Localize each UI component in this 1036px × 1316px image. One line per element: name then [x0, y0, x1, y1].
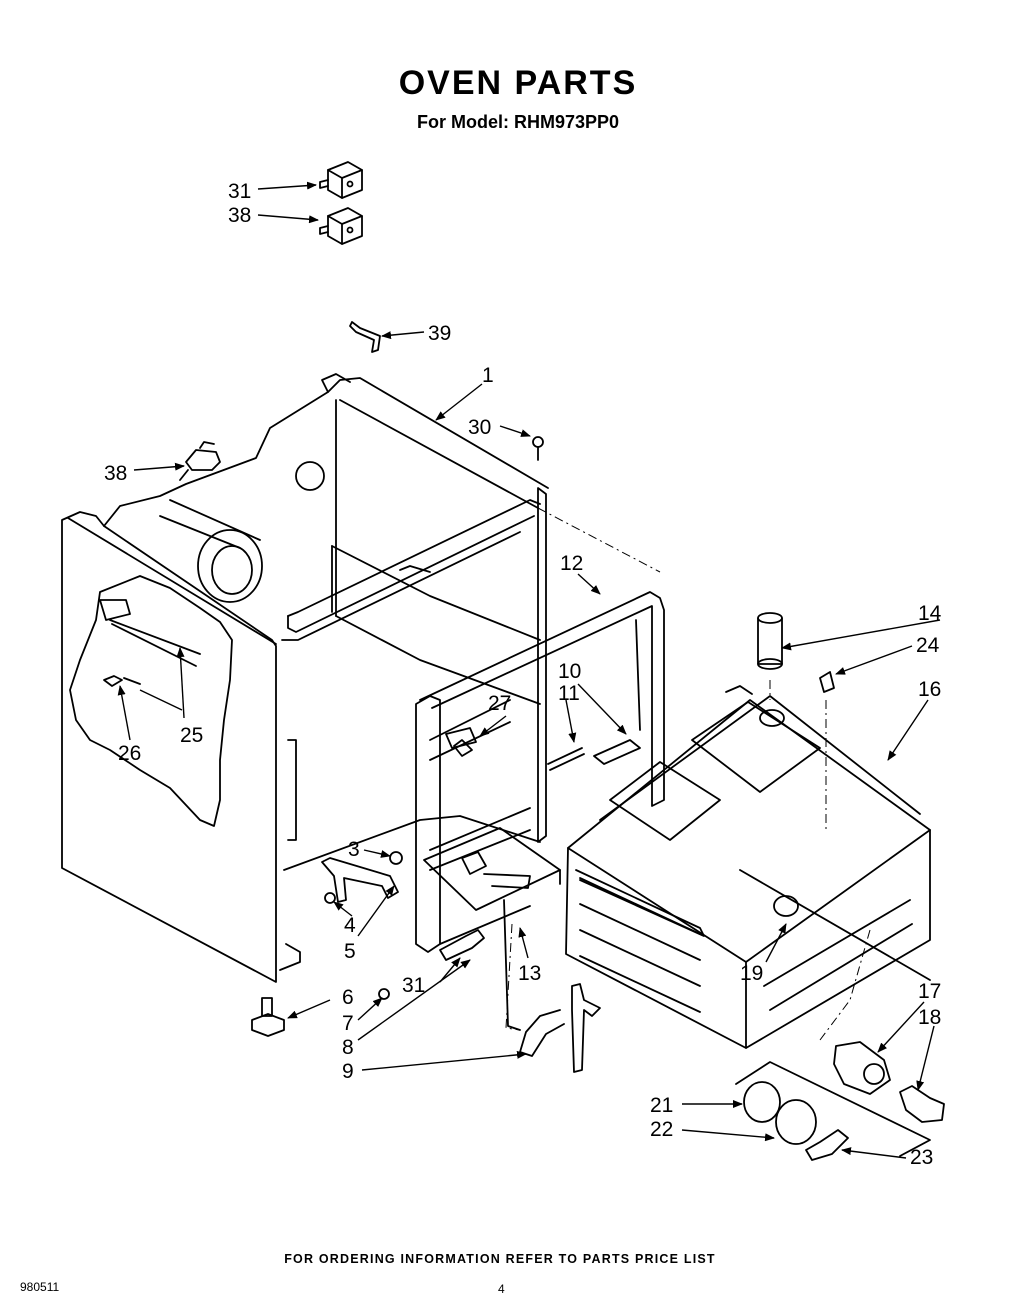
part-label-6: 6 [342, 986, 354, 1009]
part-label-19: 19 [740, 962, 763, 985]
clip-24-icon [819, 671, 835, 693]
igniter-10-11-icon [547, 739, 641, 771]
part-label-10: 10 [558, 660, 581, 683]
front-frame-12 [415, 591, 665, 953]
part-label-22: 22 [650, 1118, 673, 1141]
bracket-39-icon [349, 321, 381, 353]
page-title: OVEN PARTS [398, 64, 638, 102]
part-labels: 31 38 39 1 30 38 12 14 24 16 10 11 27 25… [104, 180, 942, 1169]
part-label-28: 31 [228, 180, 251, 203]
part-label-11: 11 [558, 682, 580, 705]
part-label-7: 7 [342, 1012, 354, 1035]
part-label-3: 3 [348, 838, 360, 861]
bulb-18-icon [899, 1085, 945, 1123]
thermostat-27-icon [445, 727, 477, 749]
document-number: 980511 [20, 1280, 60, 1294]
part-label-29: 38 [228, 204, 251, 227]
page-number: 4 [498, 1282, 505, 1296]
part-label-12: 12 [560, 552, 583, 575]
part-label-24: 24 [916, 634, 940, 657]
bracket-38-icon [179, 441, 221, 481]
part-label-21: 21 [650, 1094, 673, 1117]
lever-5-icon [321, 851, 403, 903]
side-panel-cutaway [69, 575, 233, 827]
part-label-17: 17 [918, 980, 941, 1003]
part-label-4: 4 [344, 914, 356, 937]
ordering-note: FOR ORDERING INFORMATION REFER TO PARTS … [284, 1252, 716, 1266]
lens-22-icon [775, 1099, 817, 1145]
oven-liner-16 [565, 685, 931, 1049]
cabinet-frame-1 [61, 373, 549, 983]
part-label-5: 5 [344, 940, 356, 963]
washer-4-icon [324, 892, 336, 904]
part-label-18: 18 [918, 1006, 941, 1029]
part-label-23: 23 [910, 1146, 933, 1169]
part-label-14: 14 [918, 602, 942, 625]
ring-21-icon [743, 1081, 781, 1123]
switch-28-icon [319, 161, 363, 199]
valve-9-icon [519, 983, 601, 1073]
burner-part-17-icon [833, 1041, 891, 1095]
assembly-guide-lines [505, 507, 871, 1041]
washer-7-icon [378, 988, 390, 1000]
clip-23-icon [805, 1129, 849, 1161]
part-label-1: 1 [482, 364, 494, 387]
model-subtitle: For Model: RHM973PP0 [416, 112, 620, 132]
part-label-9: 9 [342, 1060, 354, 1083]
leveling-leg-6-icon [251, 997, 285, 1037]
burner-assembly-13 [423, 827, 561, 1031]
part-label-16: 16 [918, 678, 941, 701]
switch-29-icon [319, 207, 363, 245]
part-label-27: 27 [488, 692, 511, 715]
part-label-31: 31 [402, 974, 425, 997]
part-label-25: 25 [180, 724, 203, 747]
part-label-8: 8 [342, 1036, 354, 1059]
part-label-30: 30 [468, 416, 491, 439]
part-label-13: 13 [518, 962, 541, 985]
part-label-38: 38 [104, 462, 127, 485]
screw-30-icon [532, 436, 544, 448]
leader-arrows [117, 181, 941, 1159]
tube-14-icon [757, 612, 783, 670]
part-label-39: 39 [428, 322, 451, 345]
orifice-31-icon [439, 929, 485, 961]
part-label-26: 26 [118, 742, 141, 765]
